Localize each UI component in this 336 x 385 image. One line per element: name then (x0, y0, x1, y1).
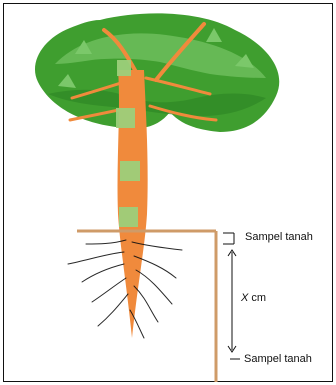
sample-label-bottom: Sampel tanah (244, 353, 312, 365)
distance-arrow (228, 250, 236, 352)
distance-unit: cm (248, 292, 266, 304)
tree-canopy (35, 13, 279, 132)
distance-label: X cm (241, 292, 266, 304)
sample-label-top: Sampel tanah (245, 231, 313, 243)
soil-boundary (77, 231, 216, 382)
